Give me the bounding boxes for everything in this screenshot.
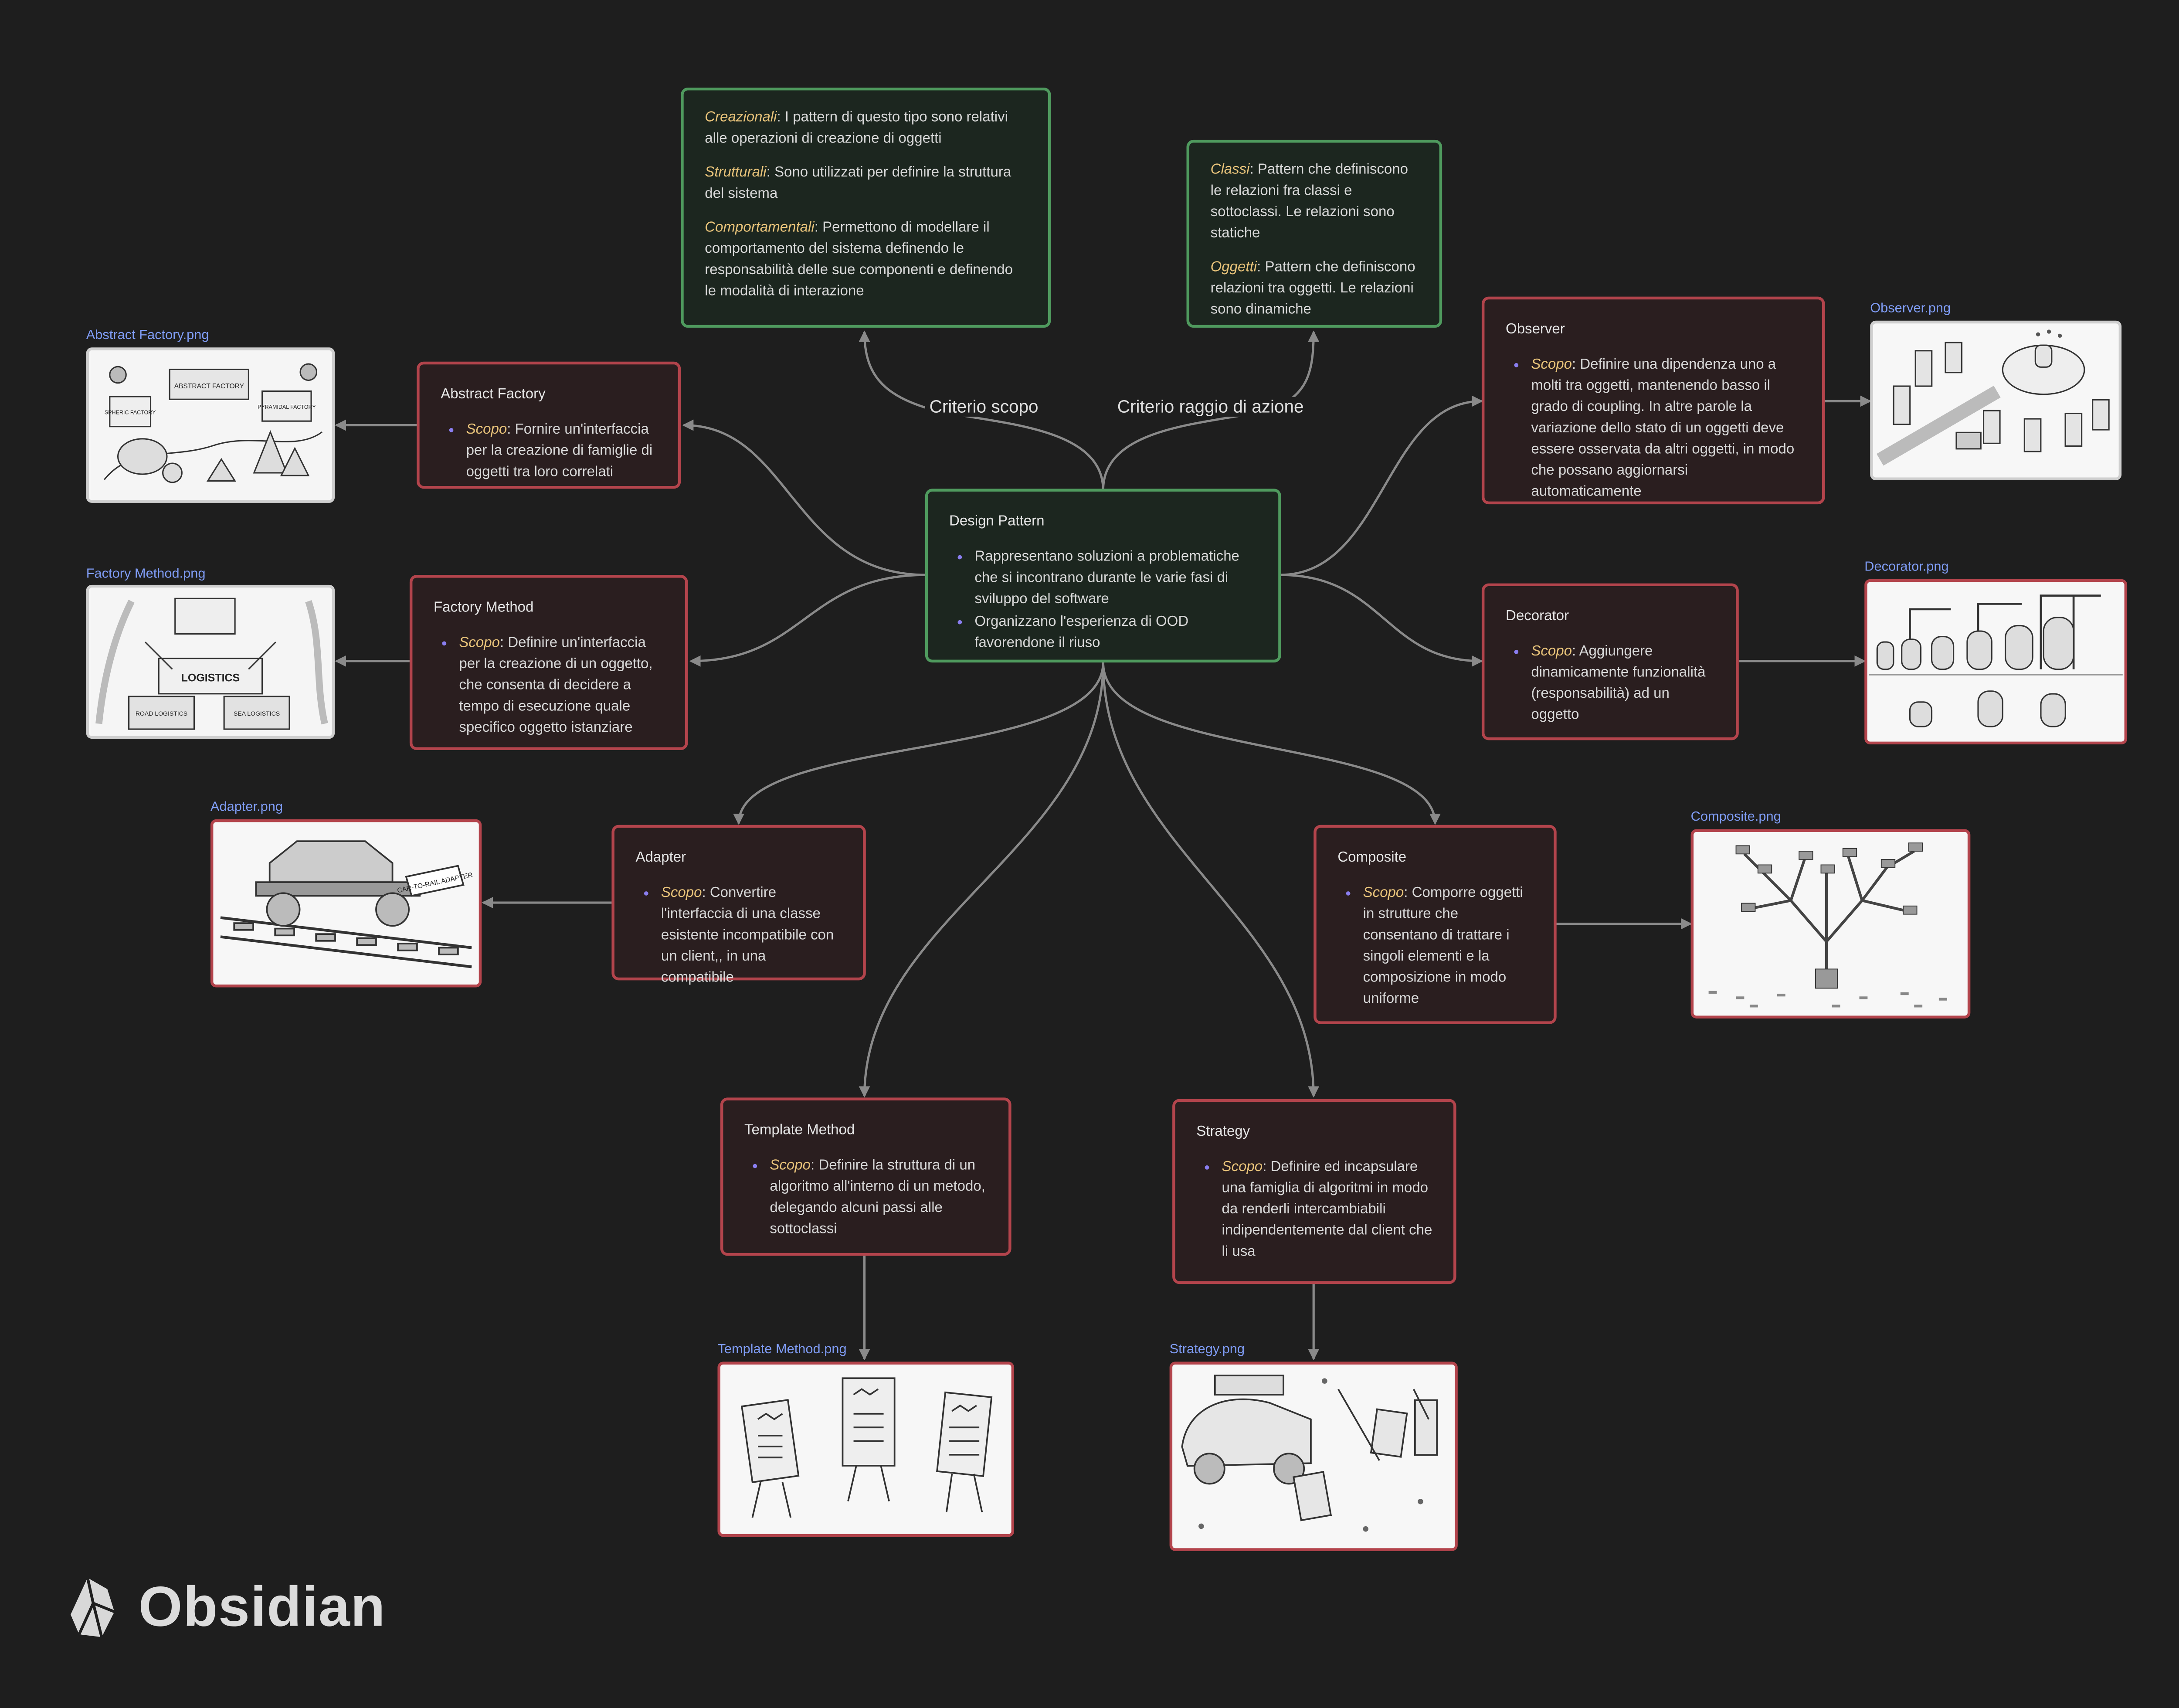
criterio-item: Comportamentali: Permettono di modellare… [705,220,1013,300]
image-link-decorator[interactable]: Decorator.png [1864,559,1949,575]
image-link-template-method[interactable]: Template Method.png [717,1342,847,1358]
image-link-observer[interactable]: Observer.png [1870,301,1951,317]
factory-sign: SPHERIC FACTORY [105,410,156,416]
obsidian-logo-icon [71,1577,115,1638]
criterio-raggio-card[interactable]: Classi: Pattern che definiscono le relaz… [1186,139,1442,328]
image-link-factory-method[interactable]: Factory Method.png [86,566,206,582]
list-item: Scopo: Fornire un'interfaccia per la cre… [466,420,657,483]
criterio-item: Oggetti: Pattern che definiscono relazio… [1210,260,1415,318]
composite-illustration [1695,832,1966,1016]
composite-image[interactable] [1690,829,1971,1019]
abstract-factory-image[interactable]: ABSTRACT FACTORY SPHERIC FACTORY PYRAMID… [86,347,335,503]
edge-center-template-method [859,662,1104,1098]
factory-sign: PYRAMIDAL FACTORY [258,404,316,410]
observer-illustration [1874,323,2117,478]
factory-method-card[interactable]: Factory Method Scopo: Definire un'interf… [409,575,688,750]
decorator-image[interactable] [1864,579,2128,745]
image-link-abstract-factory[interactable]: Abstract Factory.png [86,327,209,343]
edge-center-abstract-factory [682,419,927,576]
strategy-illustration [1174,1364,1453,1548]
template-method-illustration [722,1364,1010,1534]
list-item: Organizzano l'esperienza di OOD favorend… [974,611,1257,654]
edge-center-strategy [1102,662,1320,1098]
card-title: Abstract Factory [441,387,546,403]
factory-method-image[interactable]: LOGISTICS ROAD LOGISTICS SEA LOGISTICS [86,584,335,739]
list-item: Scopo: Aggiungere dinamicamente funziona… [1531,641,1714,726]
criterio-scopo-card[interactable]: Creazionali: I pattern di questo tipo so… [681,87,1051,328]
card-title: Design Pattern [949,514,1045,530]
decorator-illustration [1869,582,2123,742]
criterio-item: Classi: Pattern che definiscono le relaz… [1210,162,1409,242]
factory-sign: LOGISTICS [181,672,240,684]
obsidian-logo: Obsidian [68,1575,386,1640]
observer-card[interactable]: Observer Scopo: Definire una dipendenza … [1481,296,1825,505]
strategy-card[interactable]: Strategy Scopo: Definire ed incapsulare … [1172,1099,1456,1284]
criterio-item: Strutturali: Sono utilizzati per definir… [705,165,1011,202]
edge-center-decorator [1280,574,1483,667]
factory-sign: SEA LOGISTICS [234,710,280,717]
adapter-card[interactable]: Adapter Scopo: Convertire l'interfaccia … [611,825,866,986]
card-title: Composite [1337,850,1407,866]
image-link-strategy[interactable]: Strategy.png [1169,1342,1245,1358]
template-method-card[interactable]: Template Method Scopo: Definire la strut… [720,1097,1011,1256]
adapter-illustration: CAR-TO-RAIL ADAPTER [215,822,477,985]
card-title: Observer [1506,322,1565,338]
card-title: Template Method [744,1123,855,1139]
card-title: Decorator [1506,608,1569,625]
edge-center-factory-method [689,574,927,667]
card-title: Adapter [635,850,686,866]
decorator-card[interactable]: Decorator Scopo: Aggiungere dinamicament… [1481,583,1739,740]
abstract-factory-card[interactable]: Abstract Factory Scopo: Fornire un'inter… [417,361,681,489]
factory-method-illustration: LOGISTICS ROAD LOGISTICS SEA LOGISTICS [91,587,330,736]
list-item: Scopo: Convertire l'interfaccia di una c… [661,883,842,989]
composite-card[interactable]: Composite Scopo: Comporre oggetti in str… [1314,825,1557,1024]
factory-sign: ABSTRACT FACTORY [174,383,244,390]
strategy-image[interactable] [1169,1362,1458,1551]
image-link-composite[interactable]: Composite.png [1690,809,1781,825]
template-method-image[interactable] [717,1362,1015,1537]
factory-sign: ROAD LOGISTICS [136,710,187,717]
image-link-adapter[interactable]: Adapter.png [210,799,283,815]
criterio-item: Creazionali: I pattern di questo tipo so… [705,110,1008,147]
obsidian-logo-text: Obsidian [138,1576,386,1638]
observer-image[interactable] [1870,320,2122,480]
list-item: Scopo: Definire una dipendenza uno a mol… [1531,355,1801,503]
list-item: Scopo: Definire ed incapsulare una famig… [1222,1157,1432,1263]
card-title: Factory Method [434,600,534,616]
abstract-factory-illustration: ABSTRACT FACTORY SPHERIC FACTORY PYRAMID… [91,350,330,500]
card-title: Strategy [1196,1124,1250,1140]
list-item: Scopo: Definire un'interfaccia per la cr… [459,633,664,739]
edge-label-criterio-scopo: Criterio scopo [925,397,1043,417]
list-item: Scopo: Definire la struttura di un algor… [770,1155,987,1240]
edge-center-observer [1280,395,1483,576]
adapter-image[interactable]: CAR-TO-RAIL ADAPTER [210,819,482,988]
edge-center-adapter [733,662,1104,825]
edge-label-criterio-raggio: Criterio raggio di azione [1113,397,1308,417]
list-item: Rappresentano soluzioni a problematiche … [974,547,1257,610]
design-pattern-card[interactable]: Design Pattern Rappresentano soluzioni a… [925,489,1281,663]
edge-center-composite [1102,662,1441,825]
list-item: Scopo: Comporre oggetti in strutture che… [1363,883,1533,1010]
